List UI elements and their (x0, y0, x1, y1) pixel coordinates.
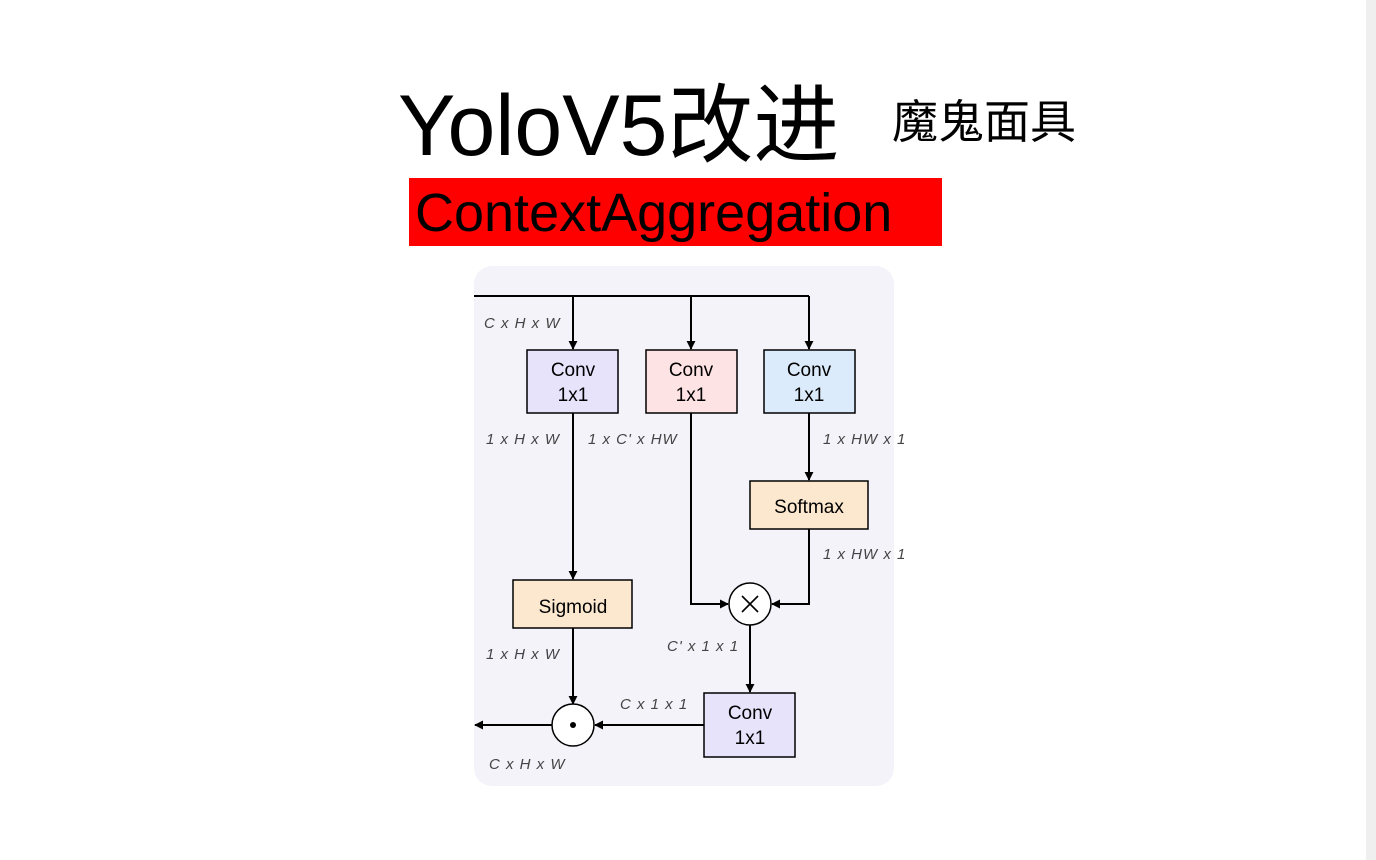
conv-a-label-2: 1x1 (558, 385, 589, 406)
conv-out-label-1: Conv (728, 703, 773, 724)
dim-after-sigmoid: 1 x H x W (486, 646, 561, 663)
conv-out-block: Conv 1x1 (703, 692, 796, 758)
softmax-label: Softmax (774, 497, 844, 518)
dim-after-conv-c: 1 x HW x 1 (823, 431, 906, 448)
arrow-softmax-to-multiply (771, 529, 810, 609)
conv-a-label-1: Conv (551, 360, 596, 381)
dim-after-matmul: C' x 1 x 1 (667, 638, 739, 655)
conv-out-label-2: 1x1 (735, 728, 766, 749)
dim-after-conv-b: 1 x C' x HW (588, 431, 679, 448)
conv-c-label-1: Conv (787, 360, 832, 381)
dim-after-conv-a: 1 x H x W (486, 431, 561, 448)
context-aggregation-diagram: Conv 1x1 Conv 1x1 Conv 1x1 Sigmoid (458, 262, 918, 797)
sigmoid-label: Sigmoid (539, 597, 608, 618)
dim-input: C x H x W (484, 315, 561, 332)
elementwise-operator-icon (551, 703, 595, 747)
page-title: YoloV5改进 (398, 78, 840, 174)
module-banner: ContextAggregation (409, 178, 942, 246)
dim-after-conv-out: C x 1 x 1 (620, 696, 688, 713)
conv-b-label-1: Conv (669, 360, 714, 381)
softmax-block: Softmax (749, 480, 869, 530)
conv-b-label-2: 1x1 (676, 385, 707, 406)
sigmoid-block: Sigmoid (512, 579, 633, 629)
module-name: ContextAggregation (415, 183, 893, 243)
diagram-svg: Conv 1x1 Conv 1x1 Conv 1x1 Sigmoid (474, 266, 906, 786)
conv-c-label-2: 1x1 (794, 385, 825, 406)
author-label: 魔鬼面具 (892, 95, 1076, 149)
dim-output: C x H x W (489, 756, 566, 773)
dim-after-softmax: 1 x HW x 1 (823, 546, 906, 563)
arrow-conv-b-to-multiply (690, 413, 729, 609)
conv-c-block: Conv 1x1 (763, 349, 856, 414)
conv-a-block: Conv 1x1 (526, 349, 619, 414)
window-edge (1366, 0, 1376, 860)
matmul-operator-icon (728, 582, 772, 626)
conv-b-block: Conv 1x1 (645, 349, 738, 414)
